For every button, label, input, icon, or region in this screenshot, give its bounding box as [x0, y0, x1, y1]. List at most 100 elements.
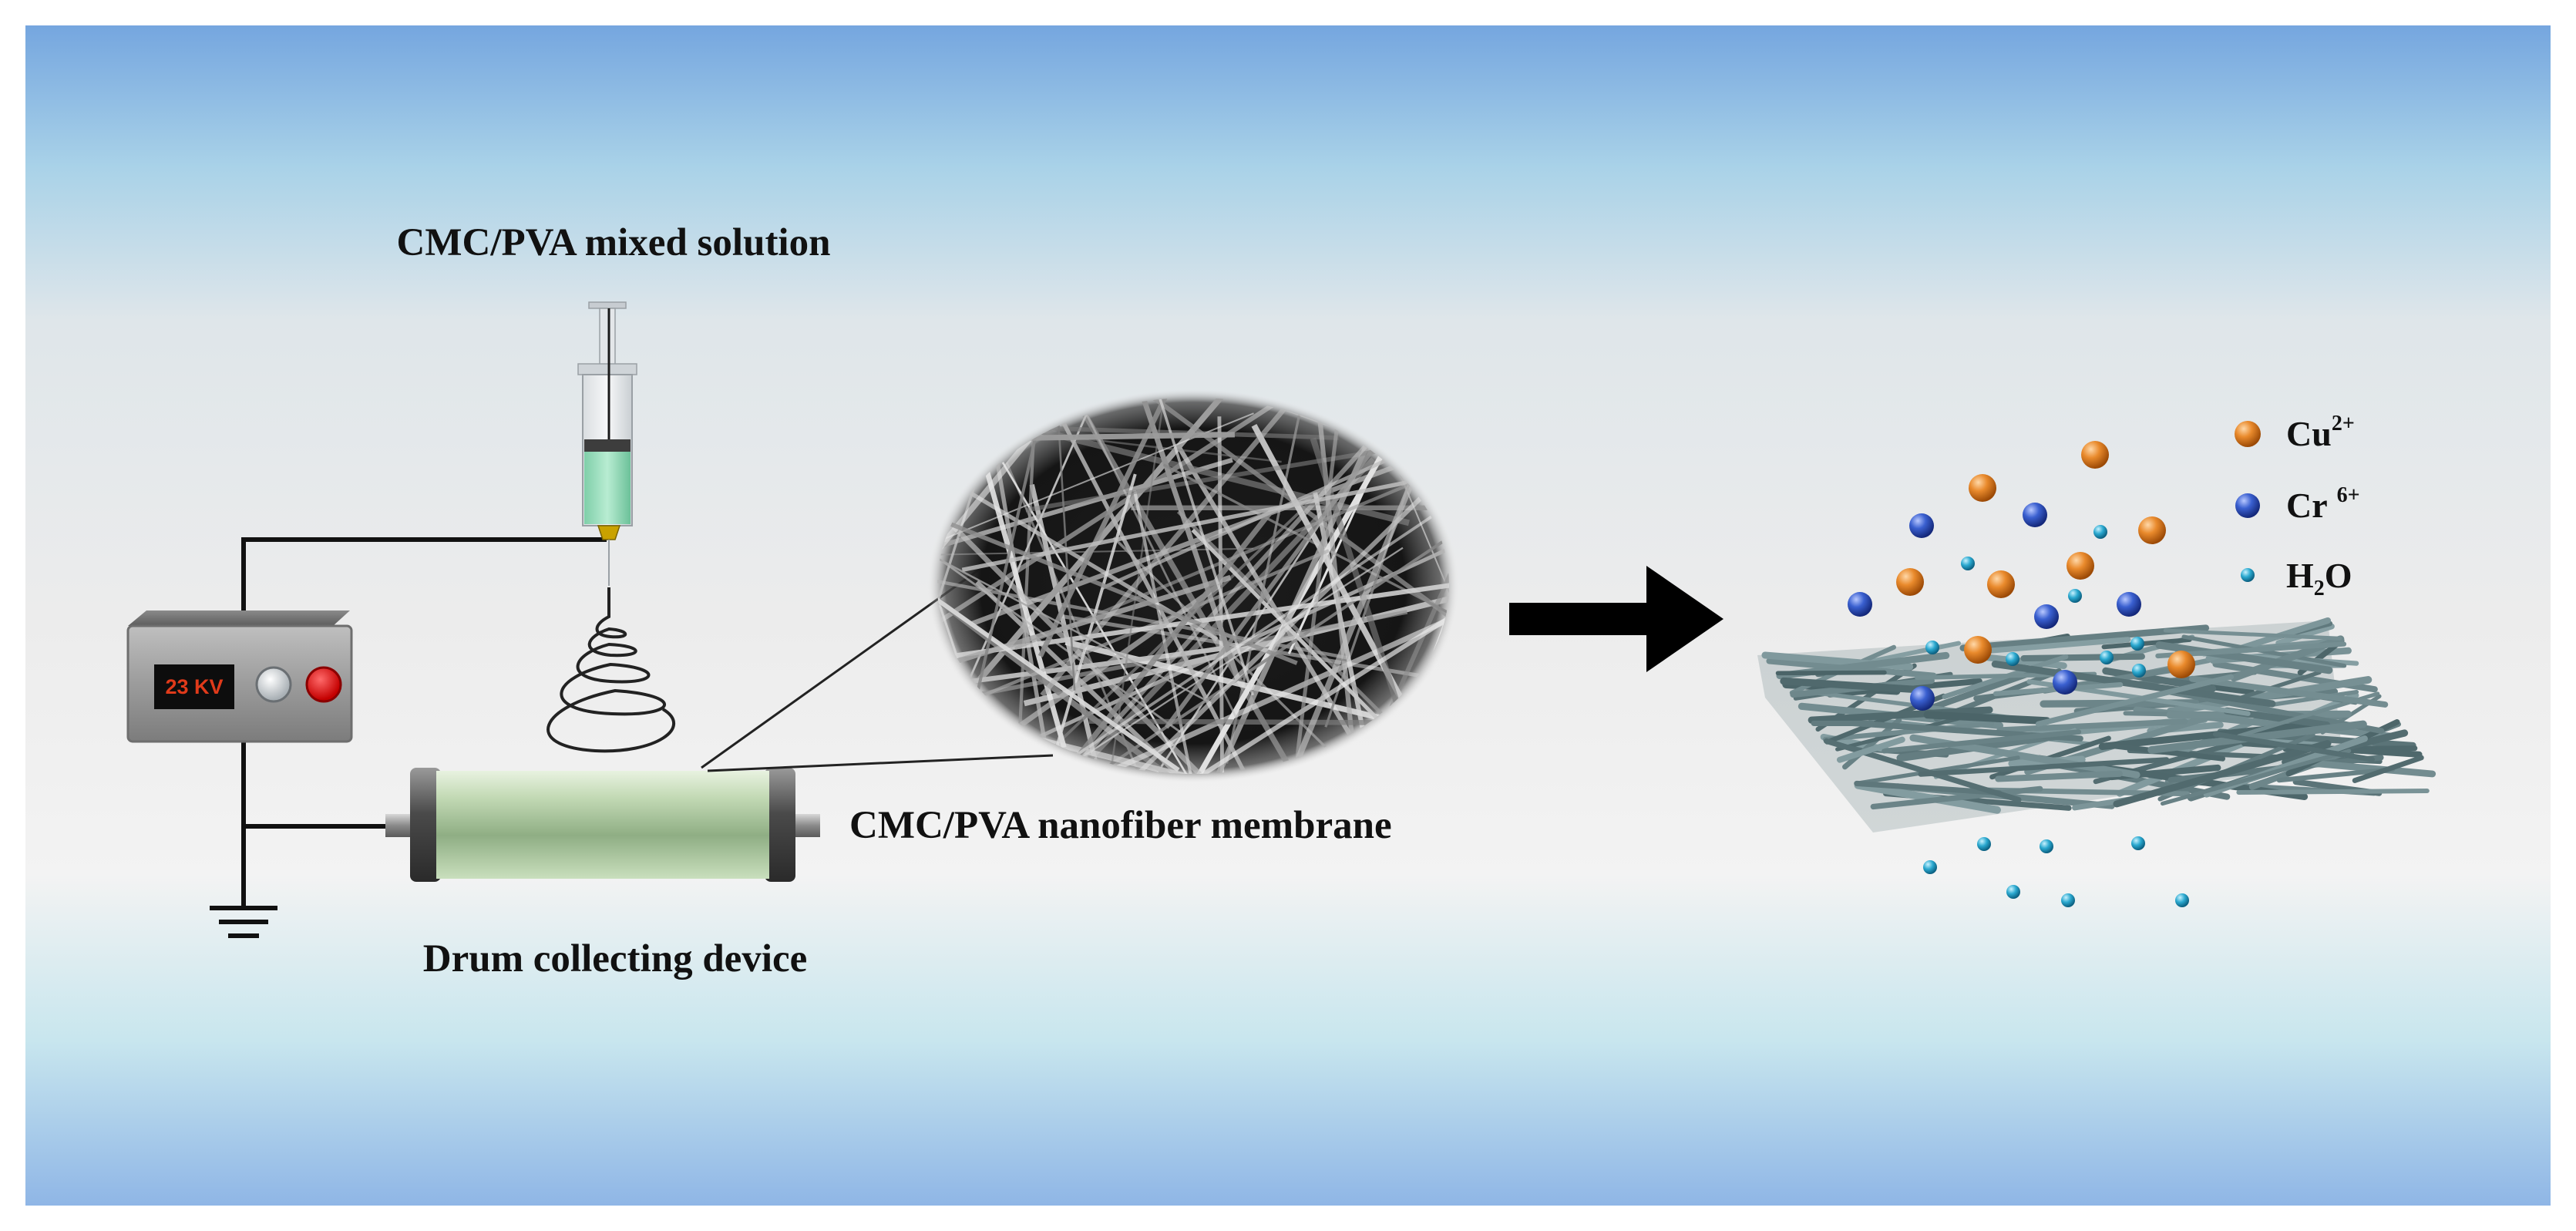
sem-fiber [961, 463, 1449, 572]
water-molecule [1977, 837, 1991, 851]
membrane-fiber [2352, 755, 2424, 783]
membrane-fiber [2020, 653, 2145, 662]
membrane-fiber [2113, 740, 2332, 808]
process-arrow [1509, 566, 1723, 672]
sem-fiber [984, 473, 1137, 774]
label-nanofiber-membrane: CMC/PVA nanofiber membrane [849, 804, 1392, 847]
sem-fiber [1101, 398, 1449, 590]
sem-fiber [1122, 435, 1395, 774]
water-molecule [2006, 885, 2020, 899]
water-molecule [2132, 664, 2146, 678]
power-button-red [305, 666, 342, 703]
cr-ion [2023, 503, 2047, 527]
water-molecule [2068, 589, 2082, 603]
voltage-display [154, 664, 234, 709]
cr-ion [2117, 592, 2141, 617]
membrane-fiber [2160, 748, 2352, 806]
membrane-fiber [2236, 670, 2322, 701]
membrane-fiber [1780, 677, 1922, 694]
membrane-fiber [1775, 670, 1887, 676]
membrane-fiber [1983, 654, 2067, 670]
membrane-fiber [2101, 637, 2192, 650]
water-molecule [2100, 651, 2114, 664]
sem-fiber [937, 449, 1212, 705]
legend-cu-label: Cu2+ [2286, 412, 2355, 453]
cu-ion [2138, 516, 2166, 544]
sem-fiber [1025, 419, 1449, 513]
cr-ion [1909, 513, 1934, 538]
sem-fiber [937, 457, 1180, 772]
ground-symbol [210, 906, 277, 938]
syringe-liquid [584, 452, 631, 524]
legend-water-icon [2241, 568, 2255, 582]
membrane-fiber [2155, 641, 2333, 674]
sem-fiber [937, 398, 1197, 658]
nanofiber-membrane-3d [1757, 617, 2436, 832]
sem-fiber [964, 398, 1088, 742]
cu-ion [1969, 474, 1996, 502]
power-supply: 23 KV [126, 610, 353, 743]
cr-ion [2034, 604, 2059, 629]
membrane-fiber [1822, 721, 1994, 742]
cu-ion [2067, 552, 2094, 580]
membrane-fiber [1854, 781, 2001, 814]
membrane-fiber [2275, 624, 2335, 646]
membrane-fiber [1995, 770, 2123, 782]
sem-fiber [1040, 398, 1393, 698]
drum-collector [385, 768, 820, 882]
membrane-fiber [1972, 637, 2131, 655]
membrane-fiber [1991, 660, 2276, 708]
membrane-fiber [2212, 731, 2375, 762]
sem-fiber [1118, 535, 1449, 774]
sem-fiber [1310, 437, 1449, 774]
sem-fiber [937, 416, 1182, 733]
water-molecule [2093, 525, 2107, 539]
water-molecule [2006, 652, 2019, 666]
water-molecule [1923, 860, 1937, 874]
membrane-fiber [1808, 706, 1993, 724]
cr-ion [1910, 686, 1935, 711]
membrane-fiber [1923, 711, 2051, 725]
membrane-fiber [1854, 780, 2003, 796]
membrane-fiber [1882, 729, 2082, 754]
membrane-fiber [2189, 675, 2389, 708]
water-molecule [2130, 637, 2144, 651]
cu-ion [2081, 441, 2109, 469]
sem-nanofiber-image [927, 388, 1459, 783]
sem-fiber [950, 547, 1404, 774]
water-molecule [2040, 839, 2053, 853]
membrane-fiber [1918, 757, 2170, 777]
membrane-fiber [2035, 674, 2235, 727]
membrane-fiber [1836, 736, 1905, 763]
membrane-fiber [2276, 767, 2396, 783]
legend-cu-icon [2235, 421, 2261, 447]
sem-fiber [937, 681, 1339, 774]
sem-fiber [937, 412, 1254, 617]
sem-fiber [937, 459, 1298, 665]
sem-fiber [949, 578, 1449, 659]
membrane-fiber [1919, 669, 2035, 715]
sem-fiber [1088, 718, 1449, 727]
voltage-display-text: 23 KV [165, 675, 223, 698]
label-mixed-solution: CMC/PVA mixed solution [397, 221, 831, 264]
legend-cr-icon [2235, 493, 2260, 518]
cu-ion [2167, 651, 2195, 678]
membrane-fiber [2236, 789, 2430, 795]
sem-fiber [937, 398, 1219, 641]
label-drum-collecting-device: Drum collecting device [423, 937, 808, 980]
membrane-fiber [2147, 720, 2367, 754]
sem-fiber [1164, 398, 1449, 729]
water-molecule [2061, 893, 2075, 907]
membrane-fiber [1870, 785, 2043, 810]
membrane-fiber [1858, 755, 2020, 785]
membrane-fiber [2163, 628, 2342, 641]
sem-fiber [1176, 510, 1449, 774]
power-button-grey [255, 666, 292, 703]
sem-fiber [1133, 489, 1241, 774]
cr-ion [2053, 670, 2077, 695]
membrane-fiber [2302, 759, 2436, 778]
